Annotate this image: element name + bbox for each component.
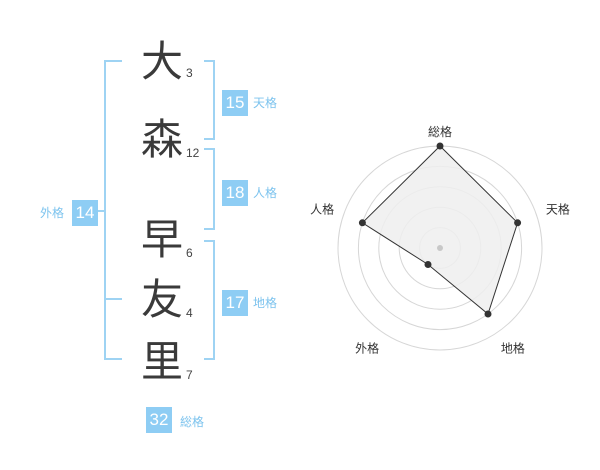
gaikaku-label: 外格 bbox=[40, 206, 65, 220]
name-char-4: 友 bbox=[140, 275, 183, 324]
gaikaku-score: 14 bbox=[72, 200, 98, 226]
chikaku-label: 地格 bbox=[253, 296, 278, 310]
soukaku-score: 32 bbox=[146, 407, 172, 433]
radar-axis-label-3: 地格 bbox=[501, 340, 525, 355]
name-char-3: 早 bbox=[140, 215, 183, 264]
radar-point-3 bbox=[484, 310, 492, 318]
jinkaku-label: 人格 bbox=[253, 186, 278, 200]
stroke-count-1: 3 bbox=[186, 66, 193, 80]
soukaku-label: 総格 bbox=[180, 415, 205, 429]
stroke-count-2: 12 bbox=[186, 146, 200, 160]
radar-area bbox=[361, 145, 519, 315]
name-char-1: 大 bbox=[140, 37, 183, 86]
radar-axis-label-1: 総格 bbox=[428, 124, 452, 139]
gaikaku-bracket-divider bbox=[104, 298, 122, 300]
radar-point-5 bbox=[358, 219, 366, 227]
gaikaku-bracket bbox=[104, 60, 122, 360]
stroke-count-3: 6 bbox=[186, 246, 193, 260]
radar-axis-label-5: 人格 bbox=[310, 202, 334, 217]
jinkaku-bracket bbox=[204, 148, 215, 230]
radar-axis-label-2: 天格 bbox=[546, 202, 570, 217]
chikaku-score: 17 bbox=[222, 290, 248, 316]
radar-point-2 bbox=[514, 219, 522, 227]
radar-point-1 bbox=[436, 142, 444, 150]
radar-axis-label-4: 外格 bbox=[355, 340, 379, 355]
stroke-count-5: 7 bbox=[186, 368, 193, 382]
jinkaku-score: 18 bbox=[222, 180, 248, 206]
name-char-2: 森 bbox=[140, 115, 183, 164]
radar-center-dot bbox=[437, 245, 443, 251]
radar-point-4 bbox=[424, 261, 432, 268]
tenkaku-score: 15 bbox=[222, 90, 248, 116]
chikaku-bracket bbox=[204, 240, 215, 360]
tenkaku-label: 天格 bbox=[253, 96, 278, 110]
name-char-5: 里 bbox=[140, 337, 183, 386]
tenkaku-bracket bbox=[204, 60, 215, 140]
stroke-count-4: 4 bbox=[186, 306, 193, 320]
